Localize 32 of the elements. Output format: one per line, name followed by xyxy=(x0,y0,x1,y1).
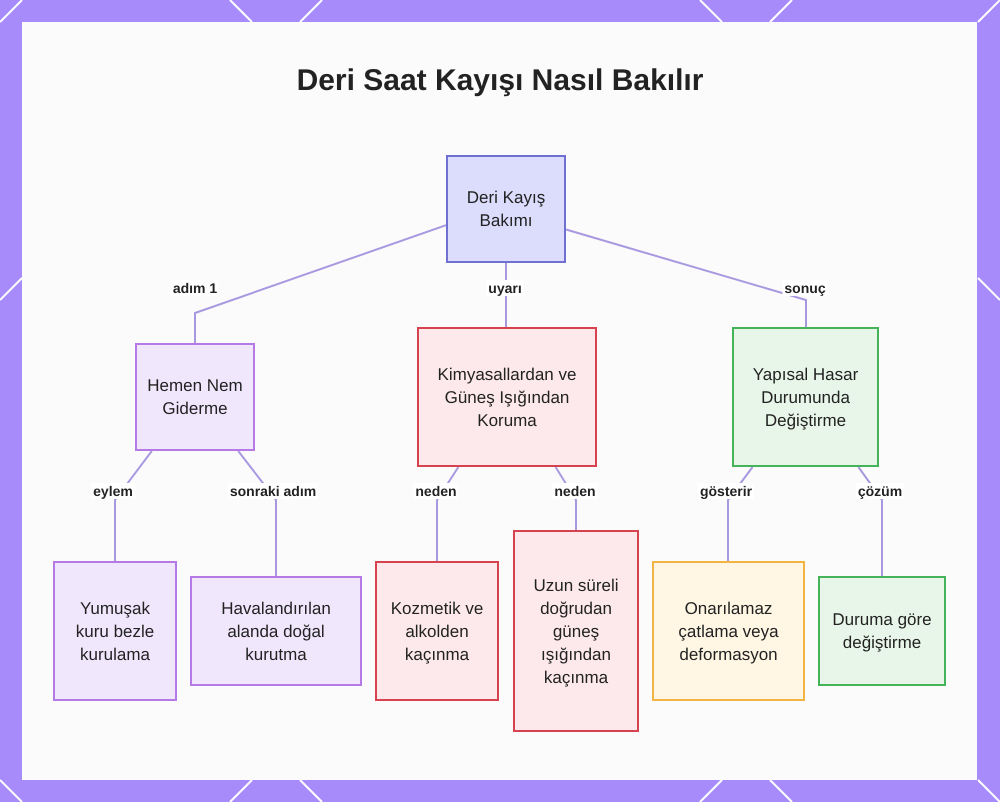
connector-line xyxy=(566,228,807,327)
process-box xyxy=(652,561,805,701)
node-text: Uzun süreli doğrudan güneş ışığından kaçınma xyxy=(532,574,620,688)
edge-label: gösterir xyxy=(698,483,754,499)
edge-label: adım 1 xyxy=(170,280,220,296)
process-box xyxy=(818,576,946,686)
node-text: Kimyasallardan ve Güneş Işığından Koruma xyxy=(436,364,578,432)
edge-label: eylem xyxy=(91,483,135,499)
process-box xyxy=(53,561,177,701)
node-text: Onarılamaz çatlama veya deformasyon xyxy=(677,598,780,666)
connector-line xyxy=(194,224,446,343)
edge-label: sonraki adım xyxy=(228,483,318,499)
node-text: Yumuşak kuru bezle kurulama xyxy=(74,598,156,666)
node-text: Havalandırılan alanda doğal kurutma xyxy=(220,598,332,666)
process-box xyxy=(375,561,499,701)
process-box xyxy=(417,327,597,467)
node-text: Duruma göre değiştirme xyxy=(831,609,933,654)
edge-label: uyarı xyxy=(486,280,524,296)
diagram-title: Deri Saat Kayışı Nasıl Bakılır xyxy=(296,64,704,98)
process-box xyxy=(732,327,879,467)
node-text: Kozmetik ve alkolden kaçınma xyxy=(390,598,484,666)
edge-label: neden xyxy=(552,483,598,499)
process-box xyxy=(190,576,362,686)
process-box xyxy=(446,155,566,263)
edge-label: neden xyxy=(413,483,459,499)
node-text: Yapısal Hasar Durumunda Değiştirme xyxy=(752,364,860,432)
edge-label: sonuç xyxy=(782,280,828,296)
process-box xyxy=(135,343,255,451)
node-text: Hemen Nem Giderme xyxy=(146,375,244,420)
node-text: Deri Kayış Bakımı xyxy=(466,187,546,232)
edge-label: çözüm xyxy=(856,483,904,499)
process-box xyxy=(513,530,639,732)
